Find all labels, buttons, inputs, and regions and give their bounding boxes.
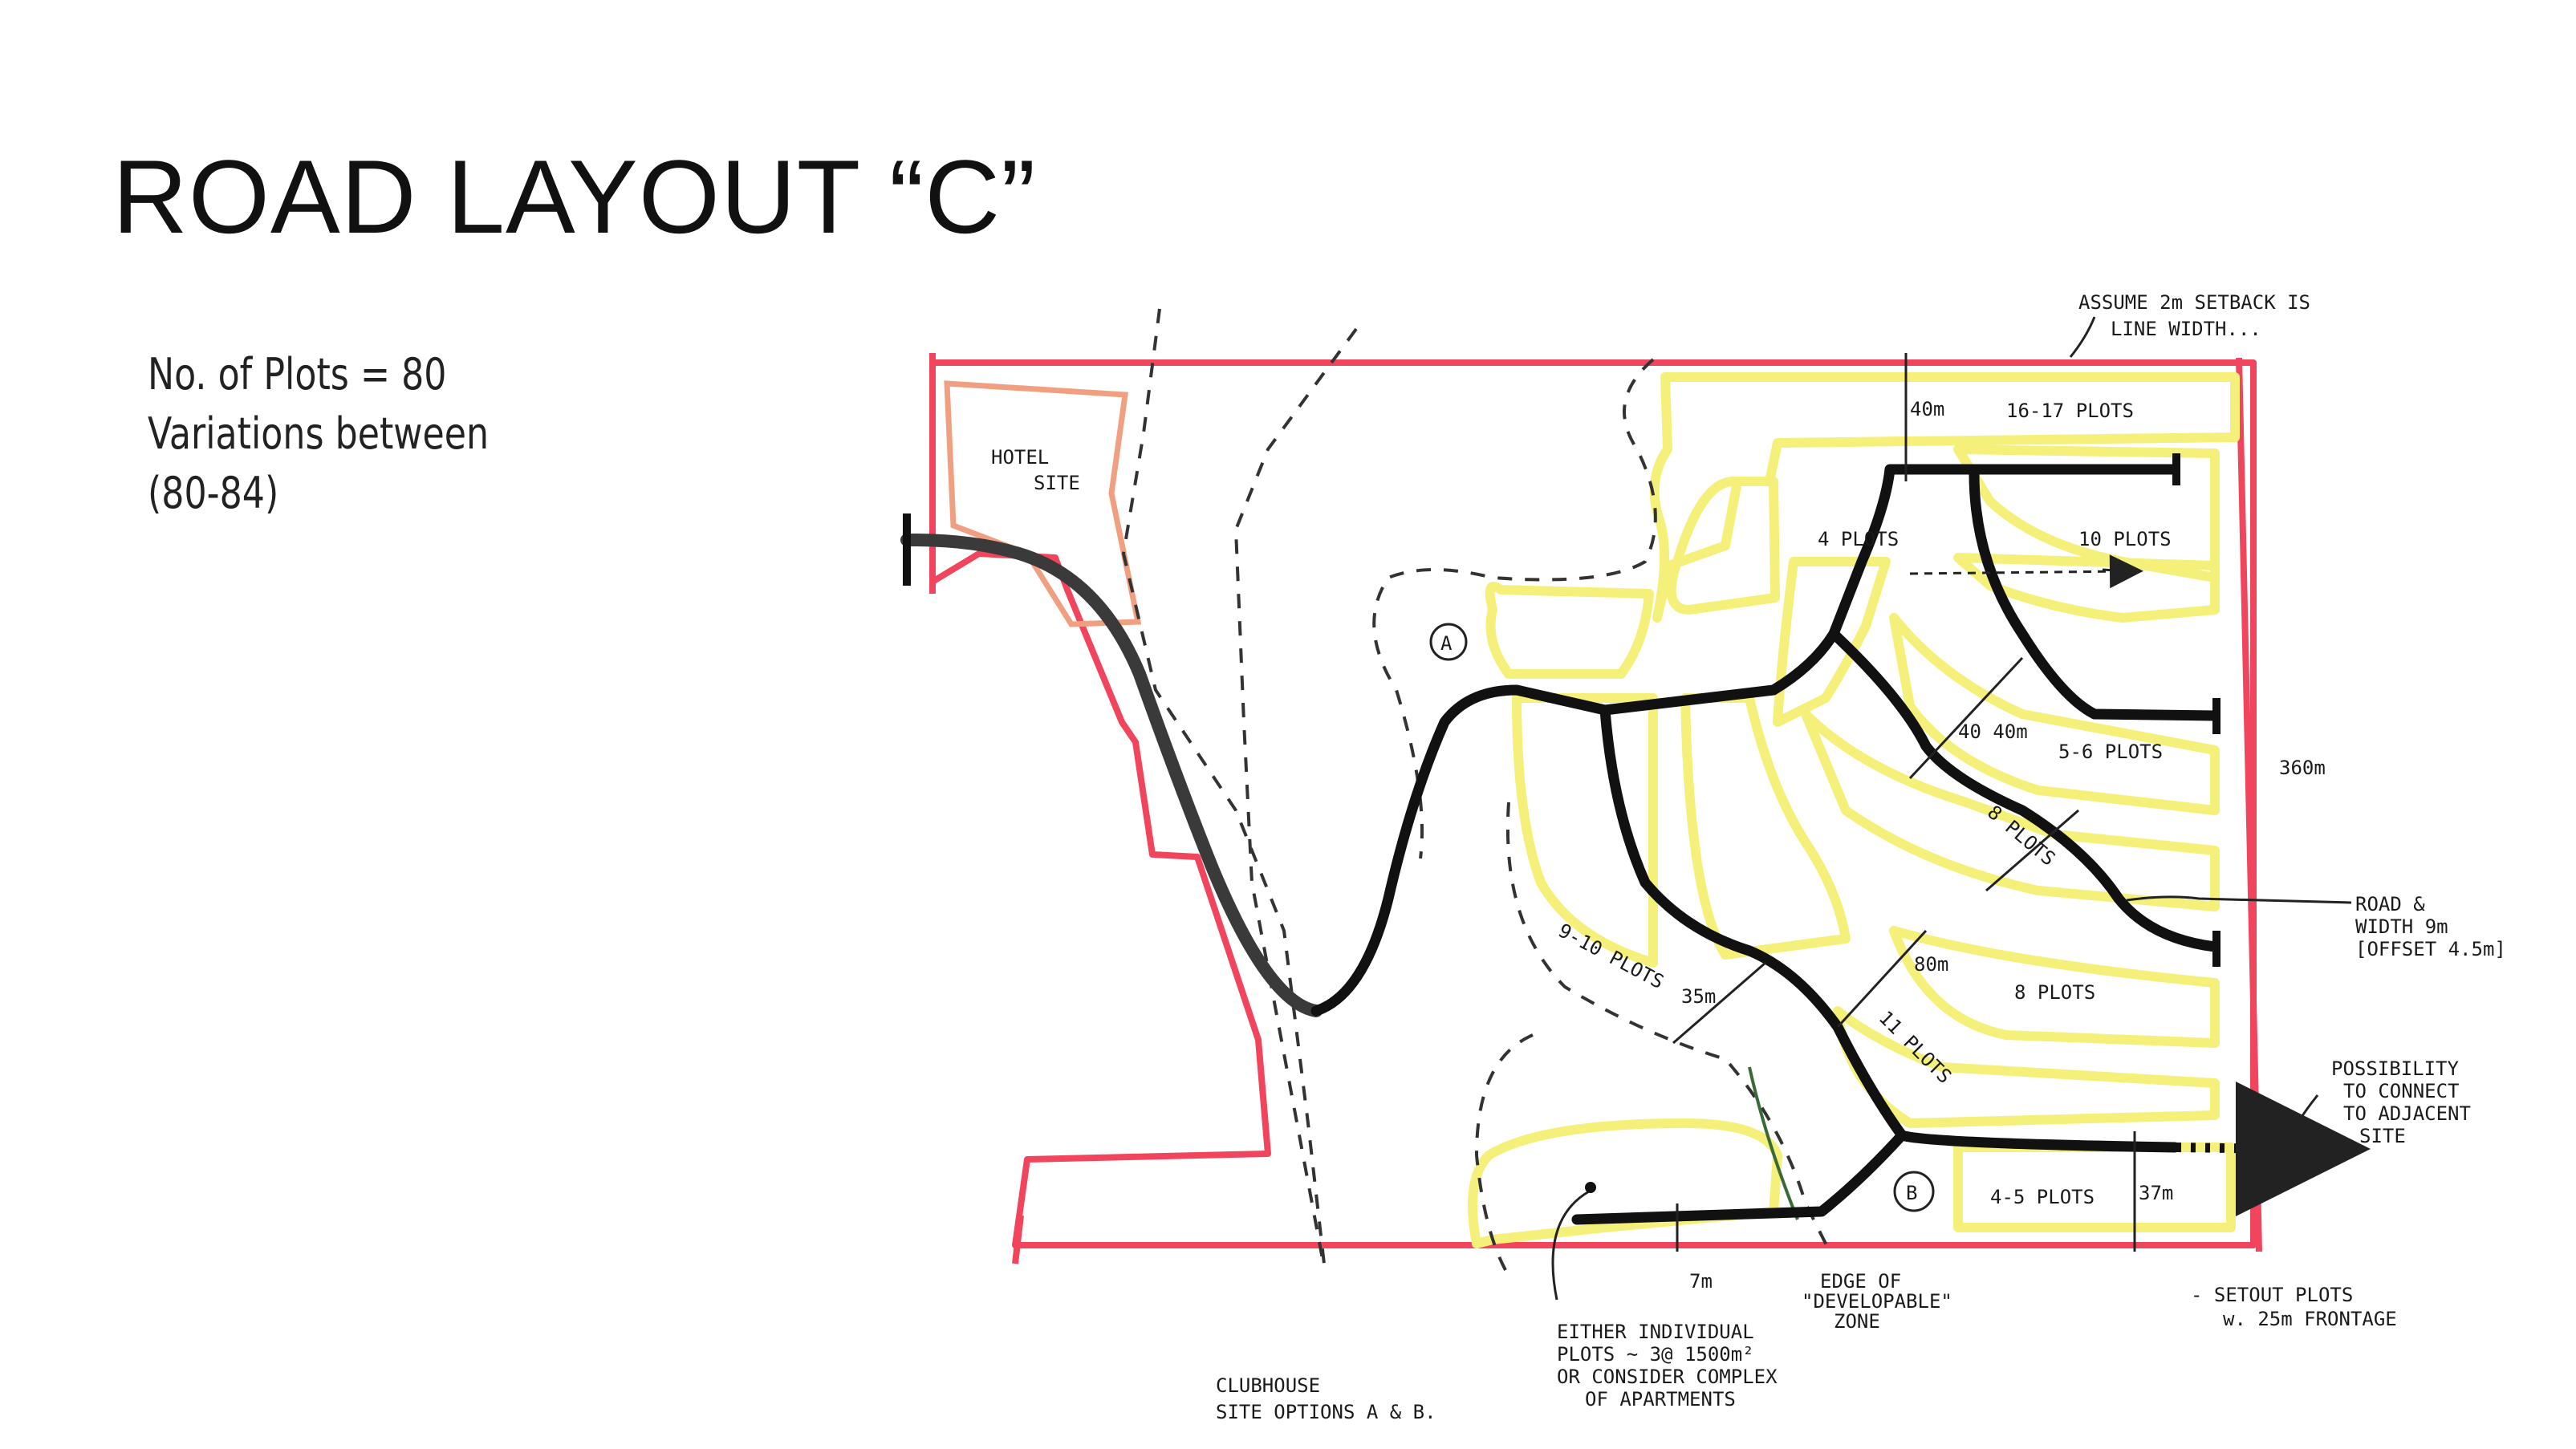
dimension-lines — [1672, 353, 2136, 1252]
page-title: ROAD LAYOUT “C” — [112, 138, 1037, 255]
clubhouse-note-2: SITE OPTIONS A & B. — [1216, 1401, 1436, 1423]
note-plot-count: No. of Plots = 80 — [148, 349, 447, 400]
leader-lines — [1551, 316, 2352, 1301]
connect-note-4: SITE — [2359, 1125, 2406, 1147]
clubhouse-note: CLUBHOUSE — [1216, 1374, 1320, 1397]
option-b-label: B — [1906, 1182, 1917, 1204]
hotel-site: HOTEL SITE — [944, 380, 1142, 627]
dim-80m: 80m — [1914, 953, 1948, 976]
plots-4-5: 4-5 PLOTS — [1990, 1186, 2095, 1208]
dim-7m: 7m — [1689, 1270, 1713, 1293]
option-a-label: A — [1440, 632, 1453, 655]
plots-16-17: 16-17 PLOTS — [2006, 400, 2134, 422]
connect-note-2: TO CONNECT — [2343, 1080, 2460, 1102]
apartments-note-4: OF APARTMENTS — [1585, 1388, 1736, 1410]
dim-40-40: 40 40m — [1958, 720, 2028, 743]
clubhouse-options: A B — [1429, 623, 1935, 1212]
apartments-note-3: OR CONSIDER COMPLEX — [1557, 1366, 1778, 1388]
dim-40m-top: 40m — [1910, 398, 1944, 420]
plots-4: 4 PLOTS — [1818, 528, 1899, 550]
road-width-note-3: [OFFSET 4.5m] — [2355, 938, 2506, 960]
apartments-note-2: PLOTS ~ 3@ 1500m² — [1557, 1343, 1754, 1366]
setback-note-2: LINE WIDTH... — [2111, 318, 2261, 340]
setback-note: ASSUME 2m SETBACK IS — [2078, 291, 2310, 314]
annotations: ASSUME 2m SETBACK IS LINE WIDTH... 40m 1… — [1216, 291, 2506, 1423]
dim-360m: 360m — [2279, 757, 2326, 779]
road-width-note: ROAD & — [2355, 893, 2425, 915]
edge-note-2: "DEVELOPABLE" — [1802, 1290, 1952, 1313]
dim-37m: 37m — [2139, 1182, 2173, 1204]
plots-5-6: 5-6 PLOTS — [2058, 741, 2163, 763]
apartments-note: EITHER INDIVIDUAL — [1557, 1321, 1754, 1343]
setout-note-2: w. 25m FRONTAGE — [2223, 1308, 2397, 1330]
edge-note: EDGE OF — [1820, 1270, 1901, 1293]
dim-35m: 35m — [1681, 985, 1716, 1008]
connect-note-3: TO ADJACENT — [2343, 1102, 2471, 1125]
dashed-lines — [1121, 308, 1831, 1277]
plot-notes: No. of Plots = 80 Variations between (80… — [148, 345, 489, 523]
plots-8-b: 8 PLOTS — [2014, 981, 2095, 1004]
note-range: (80-84) — [148, 468, 279, 518]
plot-zones — [1468, 372, 2240, 1248]
setout-note: - SETOUT PLOTS — [2191, 1284, 2353, 1306]
hotel-label-2: SITE — [1034, 472, 1080, 494]
plots-10: 10 PLOTS — [2078, 528, 2172, 550]
road-width-note-2: WIDTH 9m — [2355, 915, 2448, 938]
connect-note: POSSIBILITY — [2331, 1057, 2459, 1080]
road-network — [900, 464, 2220, 1225]
edge-note-3: ZONE — [1834, 1310, 1880, 1333]
note-variations: Variations between — [148, 408, 490, 459]
road-end-caps — [903, 453, 2220, 967]
hotel-label: HOTEL — [991, 446, 1049, 469]
